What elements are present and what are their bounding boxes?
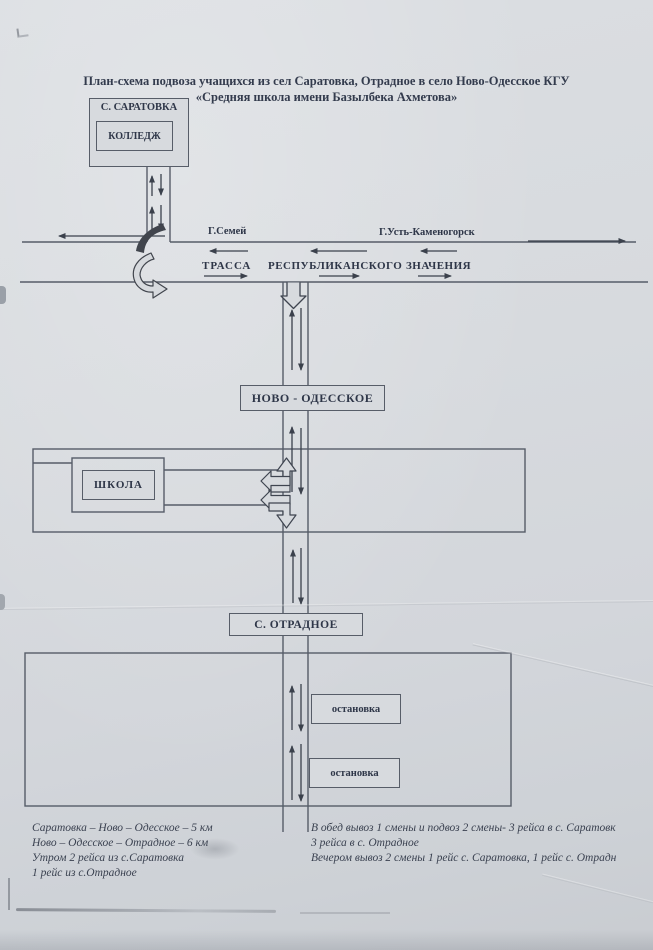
note-lunch-trips: В обед вывоз 1 смены и подвоз 2 смены- 3…: [311, 822, 616, 834]
page-title: План-схема подвоза учащихся из сел Сарат…: [0, 73, 653, 105]
city-label-ust-kamenogorsk: Г.Усть-Каменогорск: [379, 227, 475, 238]
school-label: ШКОЛА: [94, 479, 143, 491]
college-box: КОЛЛЕДЖ: [96, 121, 173, 151]
note-lunch-trips-otradnoe: 3 рейса в с. Отрадное: [311, 837, 419, 849]
highway-direction-arrows: [58, 233, 626, 279]
novo-odesskoe-label: НОВО - ОДЕССКОЕ: [251, 390, 374, 405]
notes-right-column: В обед вывоз 1 смены и подвоз 2 смены- 3…: [311, 821, 616, 866]
bus-stop-box-2: остановка: [309, 758, 400, 788]
school-box: ШКОЛА: [82, 470, 155, 500]
note-distance-saratovka: Саратовка – Ново – Одесское – 5 км: [32, 822, 213, 834]
bus-stop-label-2: остановка: [330, 767, 379, 779]
page-title-line1: План-схема подвоза учащихся из сел Сарат…: [83, 74, 570, 88]
bus-stop-box-1: остановка: [311, 694, 401, 724]
otradnoe-village-outline: [24, 652, 512, 807]
notes-left-column: Саратовка – Ново – Одесское – 5 км Ново …: [32, 821, 213, 881]
bus-stop-label-1: остановка: [331, 703, 381, 715]
college-label: КОЛЛЕДЖ: [108, 130, 161, 142]
novo-odesskoe-village-outline: [32, 448, 526, 533]
main-vertical-road: [282, 282, 309, 832]
note-evening-trips: Вечером вывоз 2 смены 1 рейс с. Саратовк…: [311, 852, 617, 864]
curved-turn-arrow-hollow-icon: [132, 252, 168, 299]
curved-turn-arrow-dark-icon: [136, 224, 166, 253]
otradnoe-box: С. ОТРАДНОЕ: [229, 613, 363, 636]
saratovka-junction-curved-arrows: [132, 224, 168, 299]
two-way-traffic-arrows: [149, 174, 304, 802]
saratovka-village-label: С. САРАТОВКА: [100, 102, 178, 113]
note-distance-otradnoe: Ново – Одесское – Отрадное – 6 км: [32, 837, 209, 849]
highway-word-znacheniya: ЗНАЧЕНИЯ: [406, 260, 472, 272]
novo-odesskoe-box: НОВО - ОДЕССКОЕ: [240, 385, 385, 411]
junction-hollow-down-arrow-icon: [280, 282, 307, 310]
highway-word-respublikanskogo: РЕСПУБЛИКАНСКОГО: [268, 260, 403, 272]
highway-word-trassa: ТРАССА: [202, 260, 252, 272]
highway-road: [20, 241, 648, 283]
page-title-line2: «Средняя школа имени Базылбека Ахметова»: [195, 90, 458, 104]
note-morning-trips-otradnoe: 1 рейс из с.Отрадное: [32, 867, 137, 879]
city-label-semey: Г.Семей: [208, 226, 247, 237]
otradnoe-label: С. ОТРАДНОЕ: [254, 618, 338, 631]
note-morning-trips-saratovka: Утром 2 рейса из с.Саратовка: [32, 852, 184, 864]
school-junction-turn-arrows: [260, 457, 297, 529]
saratovka-access-road: [146, 167, 171, 242]
saratovka-village-box: С. САРАТОВКА КОЛЛЕДЖ: [89, 98, 189, 167]
